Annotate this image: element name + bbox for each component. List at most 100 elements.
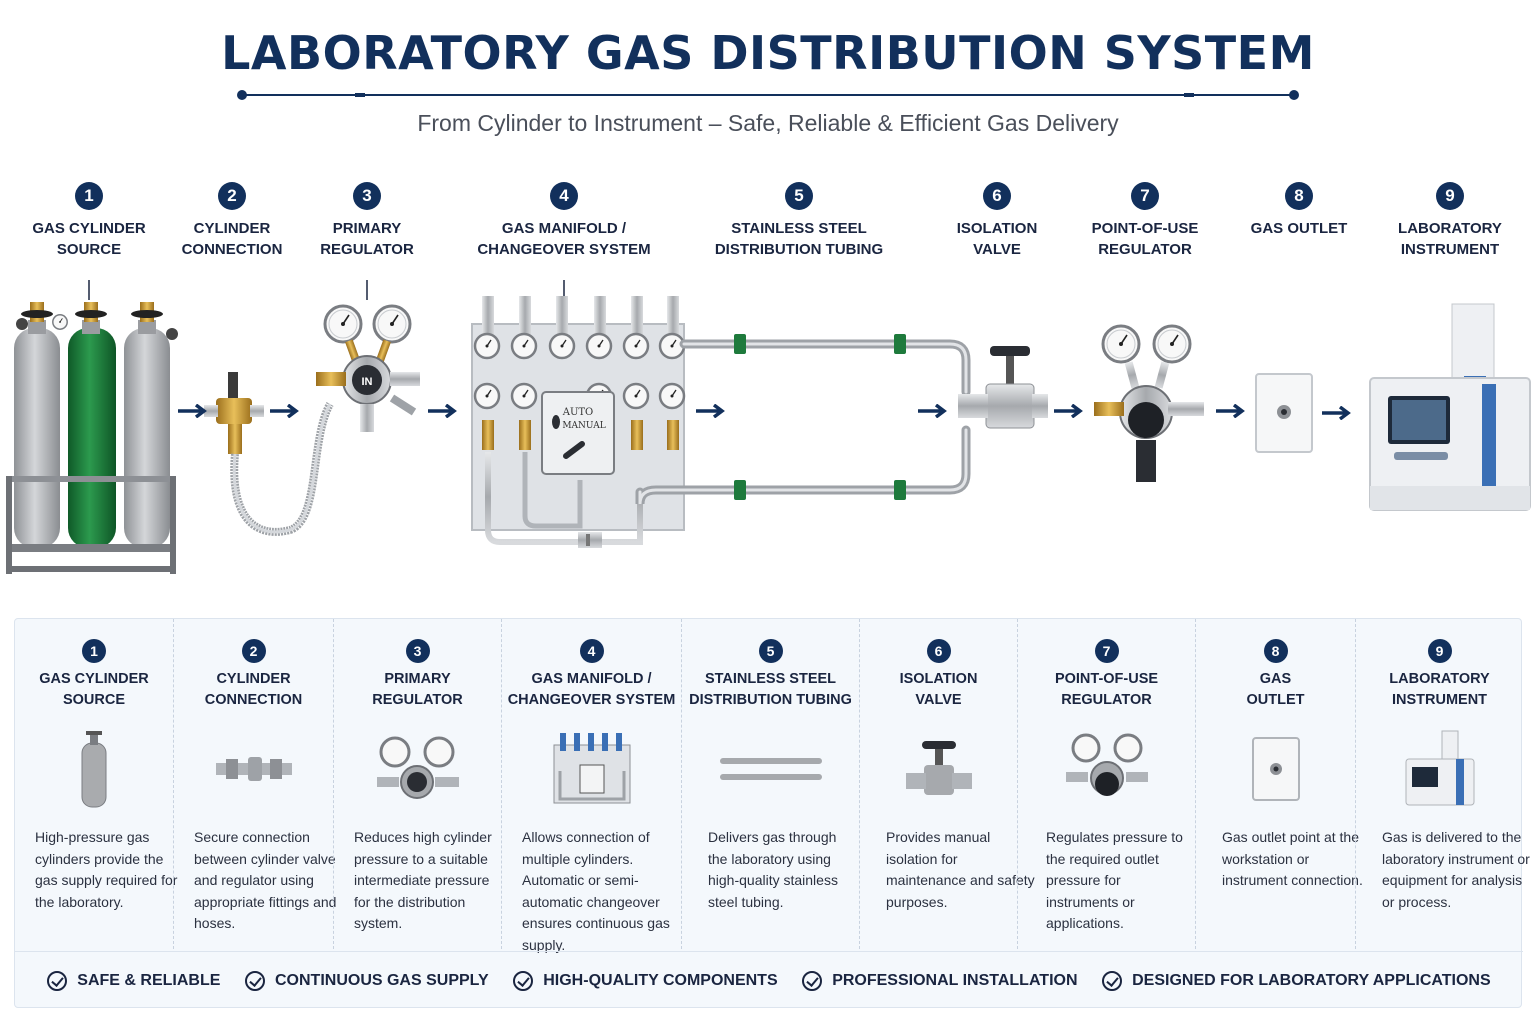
check-circle-icon bbox=[802, 970, 823, 991]
isolation-valve bbox=[958, 346, 1048, 429]
regulator-icon bbox=[376, 736, 459, 799]
feature-label: CONTINUOUS GAS SUPPLY bbox=[274, 971, 489, 989]
step-number-badge: 2 bbox=[218, 182, 246, 210]
feature-label: PROFESSIONAL INSTALLATION bbox=[832, 971, 1078, 989]
outlet-icon bbox=[1251, 737, 1300, 801]
step-label-line: OUTLET bbox=[1246, 692, 1305, 708]
feature-item: PROFESSIONAL INSTALLATION bbox=[802, 970, 1078, 991]
step-description: Secure connection between cylinder valve… bbox=[194, 829, 337, 931]
flow-arrow-icon bbox=[1054, 404, 1083, 418]
step-label-line: VALVE bbox=[973, 241, 1021, 258]
step-label-line: PRIMARY bbox=[384, 671, 451, 687]
step-number-badge: 5 bbox=[758, 639, 783, 663]
step-label-line: INSTRUMENT bbox=[1391, 692, 1488, 708]
feature-item: CONTINUOUS GAS SUPPLY bbox=[244, 970, 489, 991]
step-label-line: GAS CYLINDER bbox=[39, 671, 149, 687]
gas-manifold bbox=[471, 296, 686, 548]
step-label-line: VALVE bbox=[915, 692, 962, 708]
check-circle-icon bbox=[244, 970, 265, 991]
step-header-9: 9 LABORATORY INSTRUMENT bbox=[1355, 182, 1536, 260]
step-label-line: SOURCE bbox=[62, 692, 126, 708]
pou-regulator-icon bbox=[1065, 733, 1148, 796]
step-label-line: CONNECTION bbox=[204, 692, 303, 708]
point-of-use-regulator bbox=[1094, 324, 1204, 482]
step-label-line: ISOLATION bbox=[899, 671, 978, 687]
feature-label: DESIGNED FOR LABORATORY APPLICATIONS bbox=[1132, 971, 1491, 989]
step-header-8: 8 GAS OUTLET bbox=[1204, 182, 1394, 239]
step-number-badge: 7 bbox=[1094, 639, 1119, 663]
step-description: Allows connection of multiple cylinders.… bbox=[522, 829, 670, 953]
step-number-badge: 3 bbox=[405, 639, 430, 663]
step-label-line: PRIMARY bbox=[332, 220, 402, 237]
check-circle-icon bbox=[1102, 970, 1123, 991]
check-circle-icon bbox=[47, 970, 68, 991]
gas-cylinders bbox=[6, 302, 178, 574]
step-label-line: CYLINDER bbox=[216, 671, 291, 687]
step-label-line: GAS MANIFOLD / bbox=[501, 220, 627, 237]
laboratory-instrument bbox=[1369, 303, 1531, 511]
distribution-tubing bbox=[635, 339, 971, 505]
step-description: Gas is delivered to the laboratory instr… bbox=[1382, 829, 1530, 910]
step-number-badge: 9 bbox=[1436, 182, 1464, 210]
step-number-badge: 4 bbox=[579, 639, 604, 663]
step-label-line: INSTRUMENT bbox=[1400, 241, 1500, 258]
step-description: Gas outlet point at the workstation or i… bbox=[1222, 829, 1363, 888]
step-number-badge: 8 bbox=[1263, 639, 1288, 663]
step-description: Provides manual isolation for maintenanc… bbox=[886, 829, 1035, 910]
flow-arrow-icon bbox=[178, 404, 207, 418]
step-description: Delivers gas through the laboratory usin… bbox=[708, 829, 838, 910]
step-label-line: POINT-OF-USE bbox=[1054, 671, 1159, 687]
step-header-4: 4 GAS MANIFOLD /CHANGEOVER SYSTEM bbox=[469, 182, 659, 260]
cylinder-icon bbox=[81, 731, 107, 808]
manifold-auto-label: AUTO bbox=[562, 407, 594, 418]
flow-arrow-icon bbox=[1216, 404, 1245, 418]
step-label-line: REGULATOR bbox=[1061, 692, 1152, 708]
step-number-badge: 6 bbox=[983, 182, 1011, 210]
tubing-icon bbox=[719, 758, 822, 780]
manifold-icon bbox=[553, 733, 630, 804]
check-circle-icon bbox=[513, 970, 534, 991]
step-description: High-pressure gas cylinders provide the … bbox=[35, 829, 178, 910]
step-description: Reduces high cylinder pressure to a suit… bbox=[354, 829, 492, 931]
step-label-line: CYLINDER bbox=[193, 220, 271, 237]
step-label-line: STAINLESS STEEL bbox=[731, 220, 867, 237]
flow-arrow-icon bbox=[428, 404, 457, 418]
step-header-3: 3 PRIMARY REGULATOR bbox=[272, 182, 462, 260]
flow-arrow-icon bbox=[1322, 406, 1351, 420]
page-subtitle: From Cylinder to Instrument – Safe, Reli… bbox=[417, 110, 1119, 136]
feature-label: HIGH-QUALITY COMPONENTS bbox=[543, 971, 778, 989]
step-label-line: GAS OUTLET bbox=[1250, 220, 1348, 237]
feature-item: HIGH-QUALITY COMPONENTS bbox=[513, 970, 778, 991]
step-label-line: DISTRIBUTION TUBING bbox=[689, 692, 852, 708]
step-label-line: GAS CYLINDER bbox=[32, 220, 146, 237]
flow-arrow-icon bbox=[270, 404, 299, 418]
step-label-line: POINT-OF-USE bbox=[1091, 220, 1199, 237]
gas-outlet bbox=[1255, 373, 1313, 453]
gas-flow-diagram: IN AUTO MANUAL bbox=[6, 280, 1531, 574]
valve-icon bbox=[905, 741, 972, 795]
step-label-line: SOURCE bbox=[56, 241, 122, 258]
detail-card-6: 6 ISOLATION VALVE Provides manual isolati… bbox=[859, 619, 1035, 949]
step-label-line: REGULATOR bbox=[372, 692, 463, 708]
flow-arrow-icon bbox=[696, 404, 725, 418]
step-number-badge: 6 bbox=[926, 639, 951, 663]
feature-item: DESIGNED FOR LABORATORY APPLICATIONS bbox=[1102, 970, 1491, 991]
manifold-manual-label: MANUAL bbox=[562, 421, 605, 431]
step-label-line: REGULATOR bbox=[320, 241, 414, 258]
cylinder-connection bbox=[204, 372, 334, 536]
page-title: LABORATORY GAS DISTRIBUTION SYSTEM bbox=[221, 26, 1315, 80]
step-label-line: CHANGEOVER SYSTEM bbox=[477, 241, 651, 258]
step-number-badge: 3 bbox=[353, 182, 381, 210]
detail-card-4: 4 GAS MANIFOLD /CHANGEOVER SYSTEM Allows… bbox=[501, 619, 681, 953]
title-divider bbox=[237, 90, 1299, 100]
step-label-line: LABORATORY bbox=[1398, 220, 1502, 237]
